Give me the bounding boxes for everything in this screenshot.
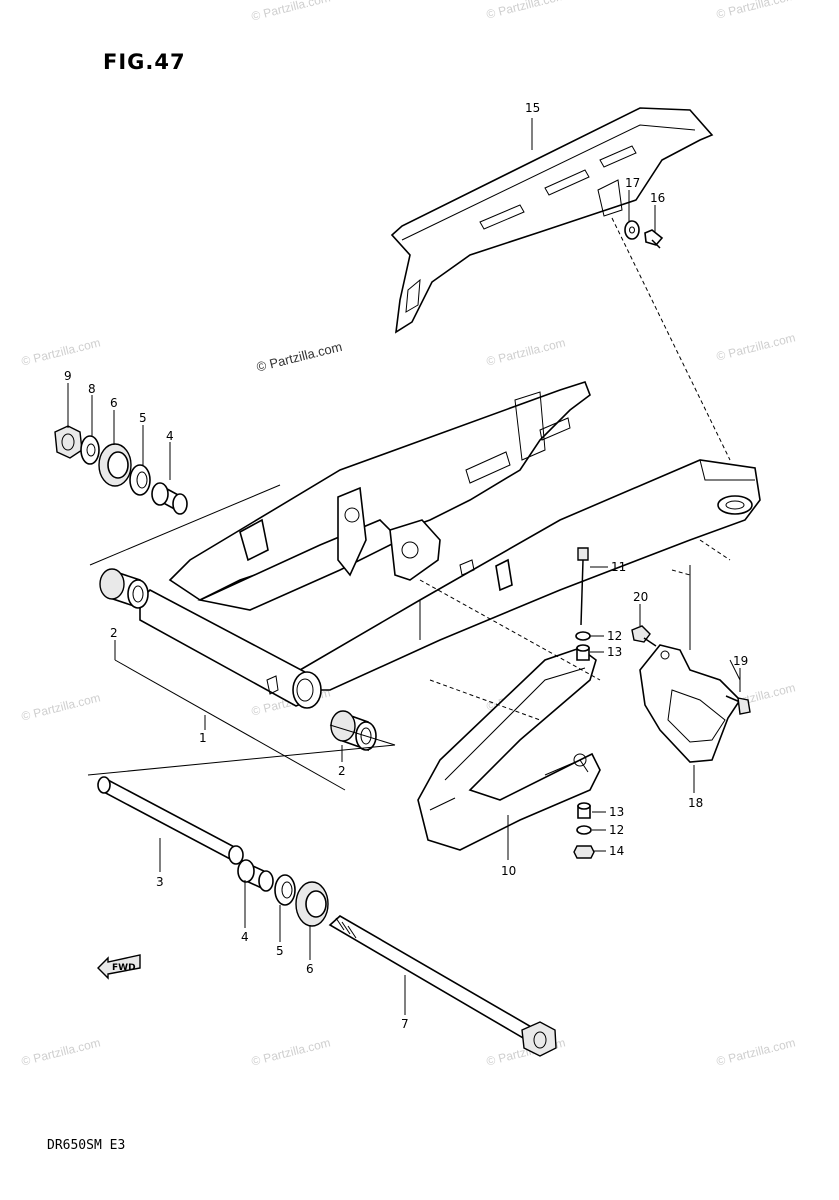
oil-seal-6 <box>98 443 132 487</box>
callout-1: 1 <box>199 731 207 745</box>
callout-11: 11 <box>611 560 626 574</box>
washer-5 <box>129 464 151 496</box>
spacer-13-lower <box>577 802 591 819</box>
callout-7: 7 <box>401 1017 409 1031</box>
callout-3: 3 <box>156 875 164 889</box>
washer-8 <box>80 435 100 465</box>
leader-lines <box>67 118 741 1015</box>
callout-18: 18 <box>688 796 703 810</box>
needle-bearing-2-right <box>330 710 377 752</box>
washer-12-lower <box>576 825 592 835</box>
callout-6: 6 <box>110 396 118 410</box>
callout-14: 14 <box>609 844 624 858</box>
callout-19: 19 <box>733 654 748 668</box>
pivot-shaft-7 <box>328 915 557 1057</box>
callout-5: 5 <box>276 944 284 958</box>
figure-title: FIG.47 <box>103 50 186 74</box>
callout-6: 6 <box>306 962 314 976</box>
chain-protector-18 <box>639 644 742 763</box>
callout-20: 20 <box>633 590 648 604</box>
bolt-11 <box>577 547 589 626</box>
callout-17: 17 <box>625 176 640 190</box>
callout-13: 13 <box>607 645 622 659</box>
callout-12: 12 <box>609 823 624 837</box>
callout-numbers: 15 17 16 9 8 6 5 4 11 12 13 20 19 18 13 … <box>64 101 748 1031</box>
washer-12-upper <box>575 631 591 641</box>
spacer-13-upper <box>576 644 590 661</box>
callout-16: 16 <box>650 191 665 205</box>
callout-8: 8 <box>88 382 96 396</box>
chain-guide-10 <box>417 647 601 851</box>
callout-4: 4 <box>241 930 249 944</box>
swingarm-1 <box>139 381 761 709</box>
callout-2: 2 <box>338 764 346 778</box>
callout-5: 5 <box>139 411 147 425</box>
assembly-lines <box>87 217 741 791</box>
washer-5-lower <box>274 874 296 906</box>
model-code: DR650SM E3 <box>47 1138 126 1153</box>
callout-2: 2 <box>110 626 118 640</box>
washer-17 <box>624 220 640 240</box>
oil-seal-6-lower <box>295 881 329 927</box>
needle-bearing-2-left <box>99 568 149 610</box>
chain-case-15 <box>390 107 714 334</box>
bolt-19 <box>725 695 751 715</box>
bolt-20 <box>631 625 657 647</box>
callout-9: 9 <box>64 369 72 383</box>
callout-4: 4 <box>166 429 174 443</box>
spacer-4-lower <box>237 859 274 892</box>
callout-15: 15 <box>525 101 540 115</box>
bolt-16 <box>644 229 664 249</box>
nut-9 <box>54 425 83 459</box>
pivot-sleeve-3 <box>97 776 244 865</box>
fwd-label: FWD <box>112 963 136 973</box>
callout-12: 12 <box>607 629 622 643</box>
nut-14 <box>573 845 595 859</box>
callout-13: 13 <box>609 805 624 819</box>
spacer-4 <box>151 482 188 515</box>
callout-10: 10 <box>501 864 516 878</box>
fwd-arrow-icon: FWD <box>97 954 141 980</box>
